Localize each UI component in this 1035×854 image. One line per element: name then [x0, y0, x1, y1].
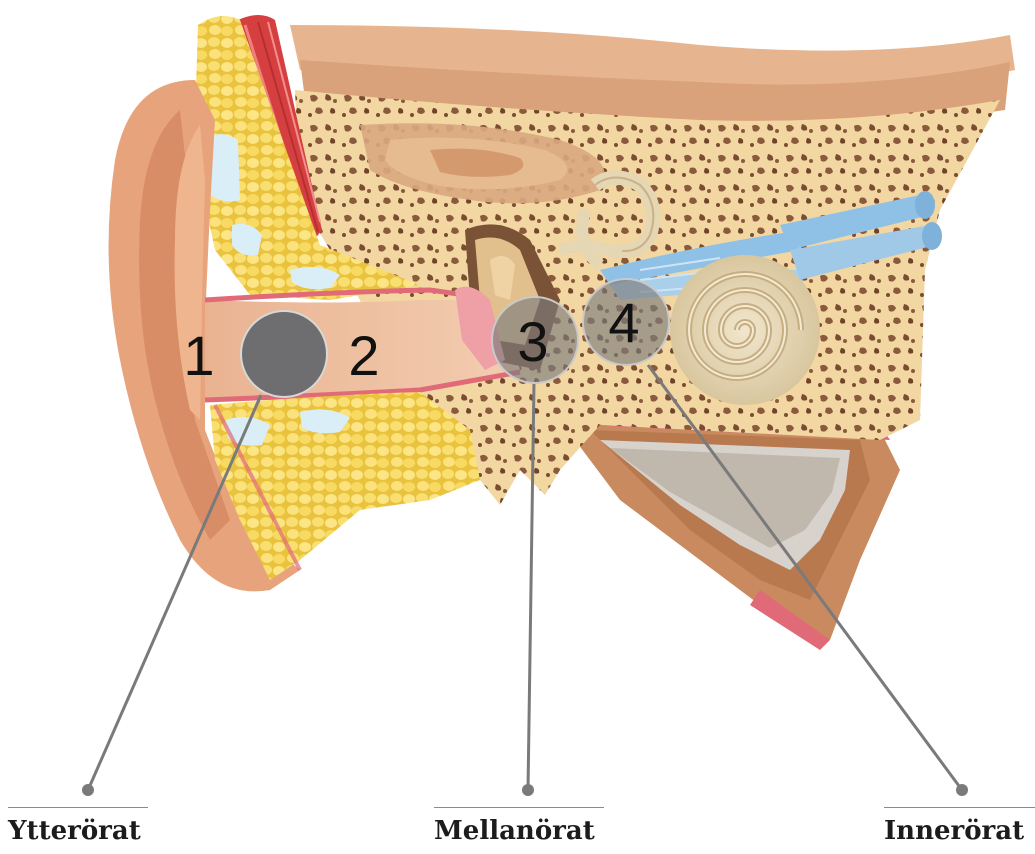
label-middle-ear: Mellanörat	[434, 818, 595, 844]
marker-number-1: 1	[183, 324, 214, 387]
label-inner-ear: Innerörat	[884, 818, 1024, 844]
lower-tissue-layers	[560, 408, 900, 650]
rule-middle	[434, 807, 604, 808]
cochlea	[670, 255, 820, 405]
rule-inner	[884, 807, 1035, 808]
marker-number-3: 3	[517, 310, 548, 373]
rule-outer	[8, 807, 148, 808]
leader-dot-middle	[522, 784, 534, 796]
marker-number-4: 4	[608, 291, 639, 354]
label-outer-ear: Ytterörat	[8, 818, 141, 844]
marker-number-2: 2	[348, 324, 379, 387]
marker-circle-canal	[241, 311, 327, 397]
leader-dot-inner	[956, 784, 968, 796]
leader-dot-outer	[82, 784, 94, 796]
